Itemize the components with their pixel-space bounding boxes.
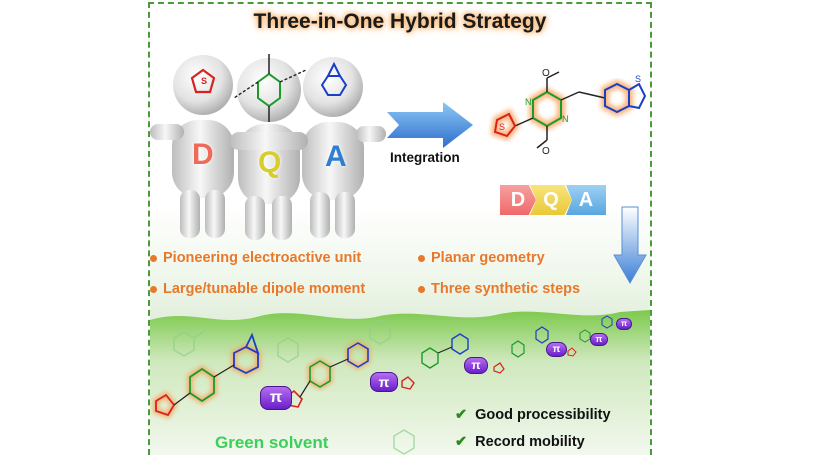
bullet-text: Pioneering electroactive unit xyxy=(163,250,362,266)
check-mobility: ✔ Record mobility xyxy=(455,434,585,450)
ring-n-right: N xyxy=(562,114,569,124)
polymer-chain xyxy=(153,315,613,419)
repeat-unit-3 xyxy=(401,333,469,390)
faint-solvent-structures xyxy=(173,319,415,455)
bullet-text: Large/tunable dipole moment xyxy=(163,281,366,297)
integration-label: Integration xyxy=(390,150,460,165)
bullet-text: Planar geometry xyxy=(431,250,545,266)
thiophene-ring: S xyxy=(493,112,517,138)
checkmark-icon: ✔ xyxy=(455,407,468,423)
bullet-dot xyxy=(150,285,157,293)
methoxy-o-top: O xyxy=(542,68,550,79)
bullet-dot xyxy=(418,285,425,293)
green-solvent-label: Green solvent xyxy=(215,433,329,452)
green-ground xyxy=(150,310,650,455)
benzothiadiazole-ring: S xyxy=(604,74,647,114)
down-arrow xyxy=(613,206,647,285)
thiophene-s-label: S xyxy=(201,76,207,86)
repeat-unit-2 xyxy=(285,340,371,408)
pi-bridge-2: π xyxy=(370,372,398,392)
methoxy-o-bottom: O xyxy=(542,146,550,157)
pi-bridge-1: π xyxy=(260,386,292,410)
repeat-unit-1 xyxy=(153,332,261,419)
letter-a: A xyxy=(325,140,347,173)
check-text: Record mobility xyxy=(475,434,585,450)
pi-bridge-3: π xyxy=(464,357,488,374)
quinoidal-figure xyxy=(230,54,308,240)
integration-arrow xyxy=(387,102,473,148)
chip-q: Q xyxy=(530,185,572,215)
bullet-dipole: Large/tunable dipole moment xyxy=(150,281,365,297)
bullet-text: Three synthetic steps xyxy=(431,281,581,297)
letter-d: D xyxy=(192,138,214,171)
donor-figure: S xyxy=(150,55,234,238)
bullet-dot xyxy=(150,254,157,262)
chip-a: A xyxy=(566,185,606,215)
thiophene-s: S xyxy=(499,122,505,132)
three-figures-illustration: S xyxy=(150,54,386,240)
chip-d: D xyxy=(500,185,536,215)
pi-bridge-6: π xyxy=(616,318,632,330)
bullet-planar: Planar geometry xyxy=(418,250,545,266)
pi-bridge-5: π xyxy=(590,333,608,346)
letter-q: Q xyxy=(258,146,282,179)
bullet-synthetic: Three synthetic steps xyxy=(418,281,580,297)
figure-title: Three-in-One Hybrid Strategy xyxy=(253,10,547,33)
bullet-electroactive: Pioneering electroactive unit xyxy=(150,250,361,266)
dqa-chips: D Q A xyxy=(500,185,610,215)
checkmark-icon: ✔ xyxy=(455,434,468,450)
repeat-unit-4 xyxy=(493,326,549,374)
dqa-molecule: O O N N S S xyxy=(490,68,647,157)
ring-n-left: N xyxy=(525,97,532,107)
acceptor-figure xyxy=(302,57,386,238)
btd-s: S xyxy=(635,74,641,84)
pi-bridge-4: π xyxy=(546,342,567,357)
check-text: Good processibility xyxy=(475,407,611,423)
bullet-dot xyxy=(418,254,425,262)
check-processibility: ✔ Good processibility xyxy=(455,407,611,423)
